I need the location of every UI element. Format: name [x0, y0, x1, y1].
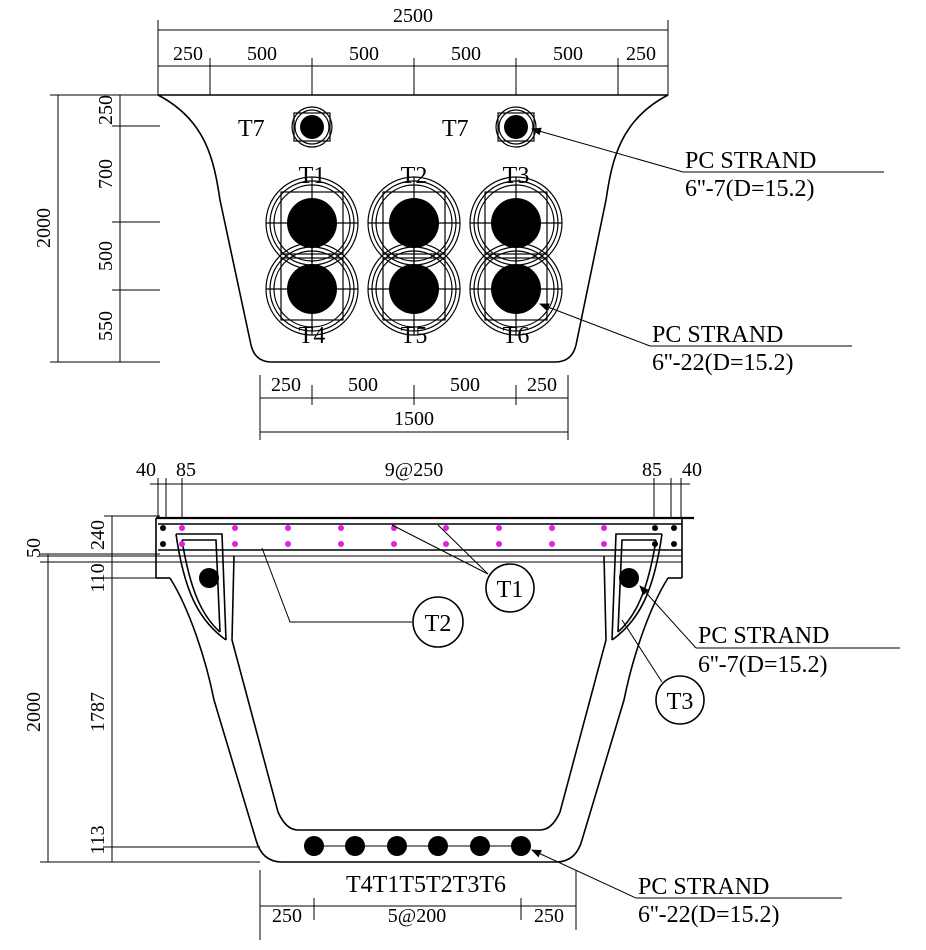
duct-t4: [265, 242, 359, 336]
dim-bb-b: 250: [534, 905, 564, 927]
dim-b-b: 85: [176, 459, 196, 481]
label-t1: T1: [299, 163, 326, 189]
dim-b-h2: 50: [23, 538, 45, 558]
dim-top-s1: 250: [173, 43, 203, 65]
dim-bot-b1: 250: [271, 374, 301, 396]
dim-b-mid: 9@250: [385, 459, 443, 481]
callout-t1-label: T1: [497, 577, 524, 603]
note-top-upper-spec: 6''-7(D=15.2): [685, 176, 815, 202]
bottom-dimension-chain: 250 500 500 250 1500: [259, 374, 569, 440]
label-t2: T2: [401, 163, 428, 189]
dim-b-h5: 113: [87, 825, 109, 854]
dim-top-s5: 500: [553, 43, 583, 65]
label-t6: T6: [503, 323, 530, 349]
callout-t2: T2: [261, 547, 464, 648]
left-dimension-chain: 2000 250 700 500 550: [33, 94, 160, 363]
top-section: 2500 250 500 500 500 500 250 2000 250 70…: [33, 5, 884, 440]
callout-t3: T3: [621, 619, 705, 725]
leader-top-upper: [531, 127, 684, 173]
label-t5: T5: [401, 323, 428, 349]
dim-b-a: 40: [136, 459, 156, 481]
duct-t5: [367, 242, 461, 336]
note-bot-lower-title: PC STRAND: [638, 874, 769, 900]
dim-b-h1: 240: [87, 520, 109, 550]
dim-bot-b3: 500: [450, 374, 480, 396]
duct-t7-left: [291, 106, 333, 148]
dim-bot-b2: 500: [348, 374, 378, 396]
bottom-top-dimension-chain: 40 85 9@250 85 40: [136, 459, 702, 518]
dim-left-total: 2000: [33, 208, 55, 248]
dim-top-s2: 500: [247, 43, 277, 65]
bottom-left-dimension-chain: 240 50 110 1787 113 2000: [23, 515, 260, 863]
dim-b-total: 2000: [23, 692, 45, 732]
deck-slab: [40, 516, 694, 579]
label-t3: T3: [503, 163, 530, 189]
duct-t7-right: [495, 106, 537, 148]
girder-outline-top: [157, 94, 669, 363]
right-web-duct: [611, 533, 663, 641]
leader-bot-lower: [531, 849, 637, 899]
dim-left-v3: 500: [95, 241, 117, 271]
callout-t1: T1: [391, 524, 535, 613]
note-bot-lower-spec: 6''-22(D=15.2): [638, 902, 780, 928]
dim-bb-a: 250: [272, 905, 302, 927]
label-t4: T4: [299, 323, 326, 349]
bottom-tendon-labels: T4T1T5T2T3T6: [346, 872, 506, 898]
callout-t3-label: T3: [667, 689, 694, 715]
callout-t2-label: T2: [425, 611, 452, 637]
dim-b-h3: 110: [87, 563, 109, 592]
dim-left-v2: 700: [95, 159, 117, 189]
dim-b-d: 40: [682, 459, 702, 481]
dim-b-h4: 1787: [87, 692, 109, 732]
dim-left-v4: 550: [95, 311, 117, 341]
label-t7-right: T7: [442, 116, 469, 142]
left-web-duct: [175, 533, 227, 641]
dim-top-s6: 250: [626, 43, 656, 65]
note-top-upper-title: PC STRAND: [685, 148, 816, 174]
bottom-bottom-dimension-chain: 250 5@200 250: [259, 870, 577, 940]
large-ducts: [265, 176, 563, 336]
note-bot-upper-spec: 6''-7(D=15.2): [698, 652, 828, 678]
top-dimension-chain: 2500 250 500 500 500 500 250: [157, 5, 669, 95]
dim-top-s3: 500: [349, 43, 379, 65]
box-inner-void: [231, 555, 607, 831]
dim-bot-b4: 250: [527, 374, 557, 396]
dim-left-v1: 250: [95, 95, 117, 125]
box-outer-outline: [169, 577, 669, 863]
note-top-lower-spec: 6''-22(D=15.2): [652, 350, 794, 376]
note-top-lower-title: PC STRAND: [652, 322, 783, 348]
leader-bot-upper: [639, 585, 697, 649]
dim-bot-total: 1500: [394, 408, 434, 430]
slab-rebar: [160, 525, 677, 547]
leader-top-lower: [539, 303, 651, 347]
label-t7-left: T7: [238, 116, 265, 142]
bottom-tendons: [304, 836, 531, 856]
duct-t6: [469, 242, 563, 336]
dim-bb-mid: 5@200: [388, 905, 446, 927]
note-bot-upper-title: PC STRAND: [698, 623, 829, 649]
dim-b-c: 85: [642, 459, 662, 481]
dim-top-total: 2500: [393, 5, 433, 27]
bottom-section: 40 85 9@250 85 40 240 50 110 1787 113 20…: [23, 459, 900, 940]
dim-top-s4: 500: [451, 43, 481, 65]
